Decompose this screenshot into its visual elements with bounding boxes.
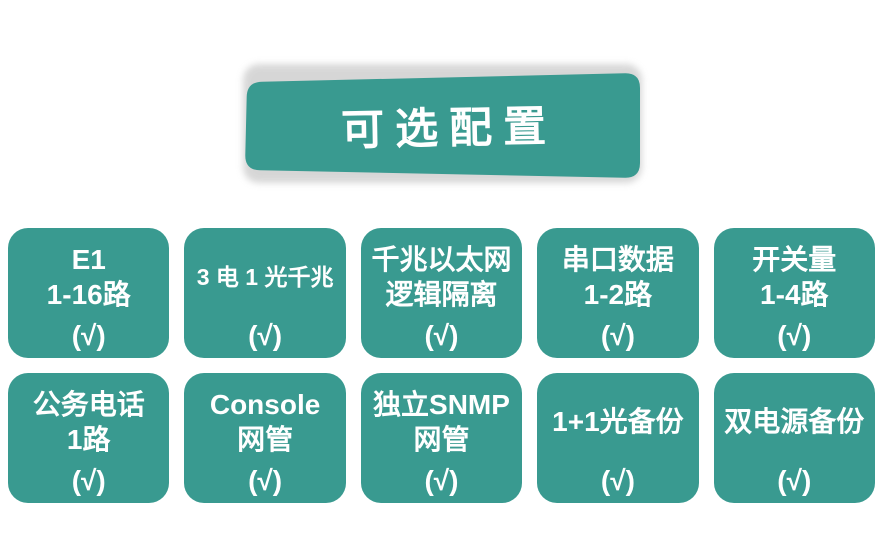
option-card-title: 3 电 1 光千兆 <box>186 234 343 320</box>
option-card-line: E1 <box>71 243 106 275</box>
option-card-line: 1路 <box>66 423 111 455</box>
check-mark: (√) <box>777 464 812 496</box>
banner-shape <box>243 64 642 183</box>
option-card-line: 1+1光备份 <box>552 406 684 438</box>
option-card: 双电源备份 (√) <box>713 373 875 503</box>
option-card-line: 1-4路 <box>760 278 829 310</box>
banner-plate <box>245 73 640 178</box>
option-card-line: 公务电话 <box>32 388 145 420</box>
option-card-title: 千兆以太网逻辑隔离 <box>363 234 520 320</box>
option-card: 1+1光备份 (√) <box>537 373 699 503</box>
option-card-line: 双电源备份 <box>724 406 865 438</box>
check-mark: (√) <box>424 319 459 351</box>
option-card-line: 网管 <box>237 423 294 455</box>
option-card-line: 串口数据 <box>561 243 674 275</box>
option-card-line: 3 电 1 光千兆 <box>196 263 334 290</box>
check-mark: (√) <box>71 319 106 351</box>
check-mark: (√) <box>248 319 283 351</box>
check-mark: (√) <box>777 319 812 351</box>
option-card-line: 独立SNMP <box>373 388 510 420</box>
option-card: 3 电 1 光千兆 (√) <box>184 228 346 358</box>
option-card-line: 1-2路 <box>583 278 653 310</box>
check-mark: (√) <box>71 464 106 496</box>
option-card-title: 双电源备份 <box>716 379 873 465</box>
option-card: 千兆以太网逻辑隔离(√) <box>360 228 523 358</box>
option-card-line: 网管 <box>413 423 470 455</box>
option-card-line: 千兆以太网 <box>371 243 512 275</box>
option-card-line: 开关量 <box>752 243 837 275</box>
check-mark: (√) <box>248 464 283 496</box>
option-card-line: Console <box>209 388 321 420</box>
check-mark: (√) <box>424 464 459 496</box>
check-mark: (√) <box>600 464 635 496</box>
option-card-line: 逻辑隔离 <box>385 278 498 310</box>
banner-title: 可选配置 <box>340 102 558 155</box>
check-mark: (√) <box>600 319 635 351</box>
option-card-line: 1-16路 <box>46 278 131 310</box>
option-card-title: 1+1光备份 <box>539 379 696 465</box>
